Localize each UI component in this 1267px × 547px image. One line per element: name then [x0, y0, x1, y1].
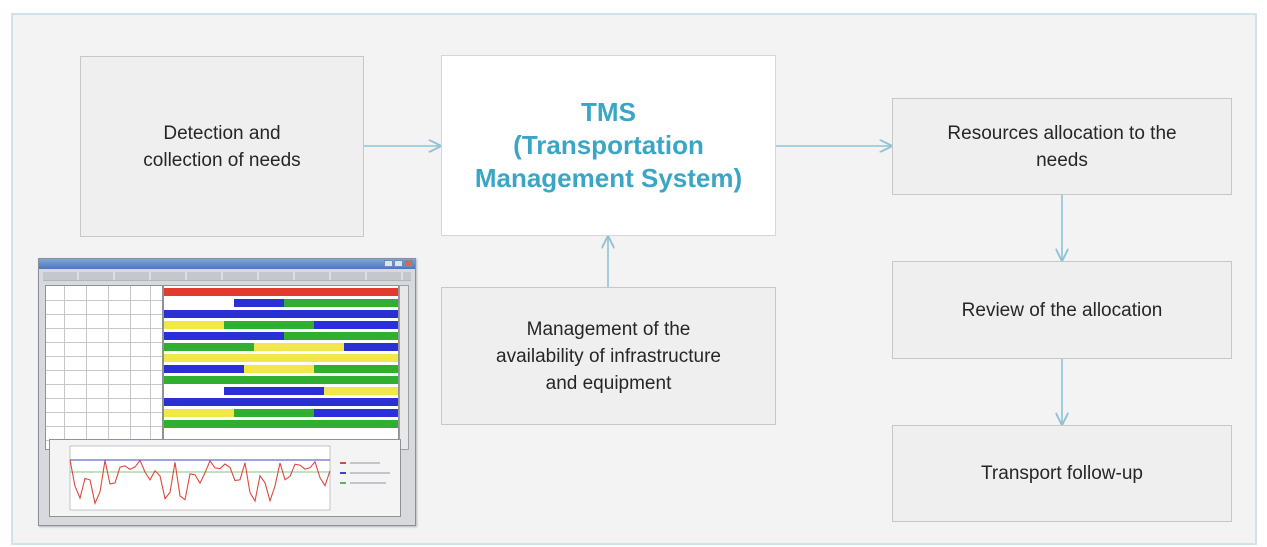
tms-line-3: Management System)	[474, 163, 743, 193]
thumbnail-tabs	[43, 272, 411, 281]
thumbnail-table-row-line	[46, 314, 162, 315]
thumbnail-table-row-line	[46, 356, 162, 357]
resources-allocation-box: Resources allocation to the needs	[892, 98, 1232, 195]
thumbnail-table-row-line	[46, 370, 162, 371]
resources-line-2: needs	[1036, 149, 1088, 171]
thumbnail-table-row-line	[46, 384, 162, 385]
thumbnail-gantt	[163, 285, 399, 450]
thumbnail-gantt-bar	[164, 310, 398, 318]
thumbnail-gantt-bar	[164, 321, 224, 329]
thumbnail-gantt-bar	[164, 288, 398, 296]
resources-line-1: Resources allocation to the	[947, 122, 1177, 144]
tms-line-1: TMS	[581, 97, 636, 127]
thumbnail-table-col-line	[86, 286, 87, 449]
detection-line-1: Detection and	[163, 122, 281, 144]
thumbnail-table-row-line	[46, 342, 162, 343]
thumbnail-gantt-bar	[164, 387, 224, 395]
management-box: Management of the availability of infras…	[441, 287, 776, 425]
minimize-icon	[384, 260, 393, 267]
thumbnail-gantt-bar	[224, 321, 314, 329]
detection-line-2: collection of needs	[143, 149, 301, 171]
thumbnail-gantt-bar	[164, 409, 234, 417]
thumbnail-table-row-line	[46, 398, 162, 399]
thumbnail-table-row-line	[46, 300, 162, 301]
thumbnail-table-col-line	[64, 286, 65, 449]
thumbnail-gantt-bar	[344, 343, 398, 351]
management-line-3: and equipment	[545, 372, 672, 394]
management-line-2: availability of infrastructure	[496, 345, 721, 367]
thumbnail-gantt-bar	[164, 398, 398, 406]
tms-screenshot-thumbnail	[38, 258, 416, 526]
thumbnail-table	[45, 285, 163, 450]
thumbnail-chart-svg	[69, 445, 390, 511]
thumbnail-table-row-line	[46, 426, 162, 427]
thumbnail-gantt-bar	[234, 299, 284, 307]
thumbnail-gantt-bar	[314, 321, 398, 329]
review-box: Review of the allocation	[892, 261, 1232, 359]
thumbnail-gantt-bar	[164, 420, 398, 428]
thumbnail-table-col-line	[130, 286, 131, 449]
detection-box: Detection and collection of needs	[80, 56, 364, 237]
thumbnail-table-row-line	[46, 412, 162, 413]
thumbnail-series-line	[69, 459, 331, 506]
thumbnail-titlebar	[39, 259, 415, 269]
thumbnail-gantt-bar	[164, 332, 284, 340]
thumbnail-gantt-bar	[314, 409, 398, 417]
close-icon	[404, 260, 413, 267]
followup-line-1: Transport follow-up	[981, 463, 1143, 484]
tms-line-2: (Transportation	[513, 130, 704, 160]
thumbnail-gantt-bar	[224, 387, 324, 395]
thumbnail-gantt-bar	[164, 343, 254, 351]
thumbnail-gantt-bar	[164, 431, 398, 439]
thumbnail-table-row-line	[46, 328, 162, 329]
thumbnail-gantt-bar	[164, 354, 398, 362]
thumbnail-gantt-bar	[164, 299, 234, 307]
tms-box: TMS (Transportation Management System)	[441, 55, 776, 236]
thumbnail-gantt-bar	[324, 387, 398, 395]
thumbnail-gantt-bar	[164, 376, 398, 384]
thumbnail-gantt-bar	[314, 365, 398, 373]
thumbnail-gantt-bar	[244, 365, 314, 373]
thumbnail-gantt-bar	[284, 332, 398, 340]
thumbnail-scrollbar	[399, 285, 409, 450]
thumbnail-table-col-line	[150, 286, 151, 449]
thumbnail-table-col-line	[108, 286, 109, 449]
thumbnail-gantt-bar	[164, 365, 244, 373]
thumbnail-gantt-bar	[284, 299, 398, 307]
thumbnail-gantt-bar	[254, 343, 344, 351]
review-line-1: Review of the allocation	[961, 299, 1163, 321]
maximize-icon	[394, 260, 403, 267]
transport-followup-box: Transport follow-up	[892, 425, 1232, 522]
thumbnail-line-chart	[49, 439, 401, 517]
management-line-1: Management of the	[526, 318, 691, 340]
thumbnail-gantt-bar	[234, 409, 314, 417]
